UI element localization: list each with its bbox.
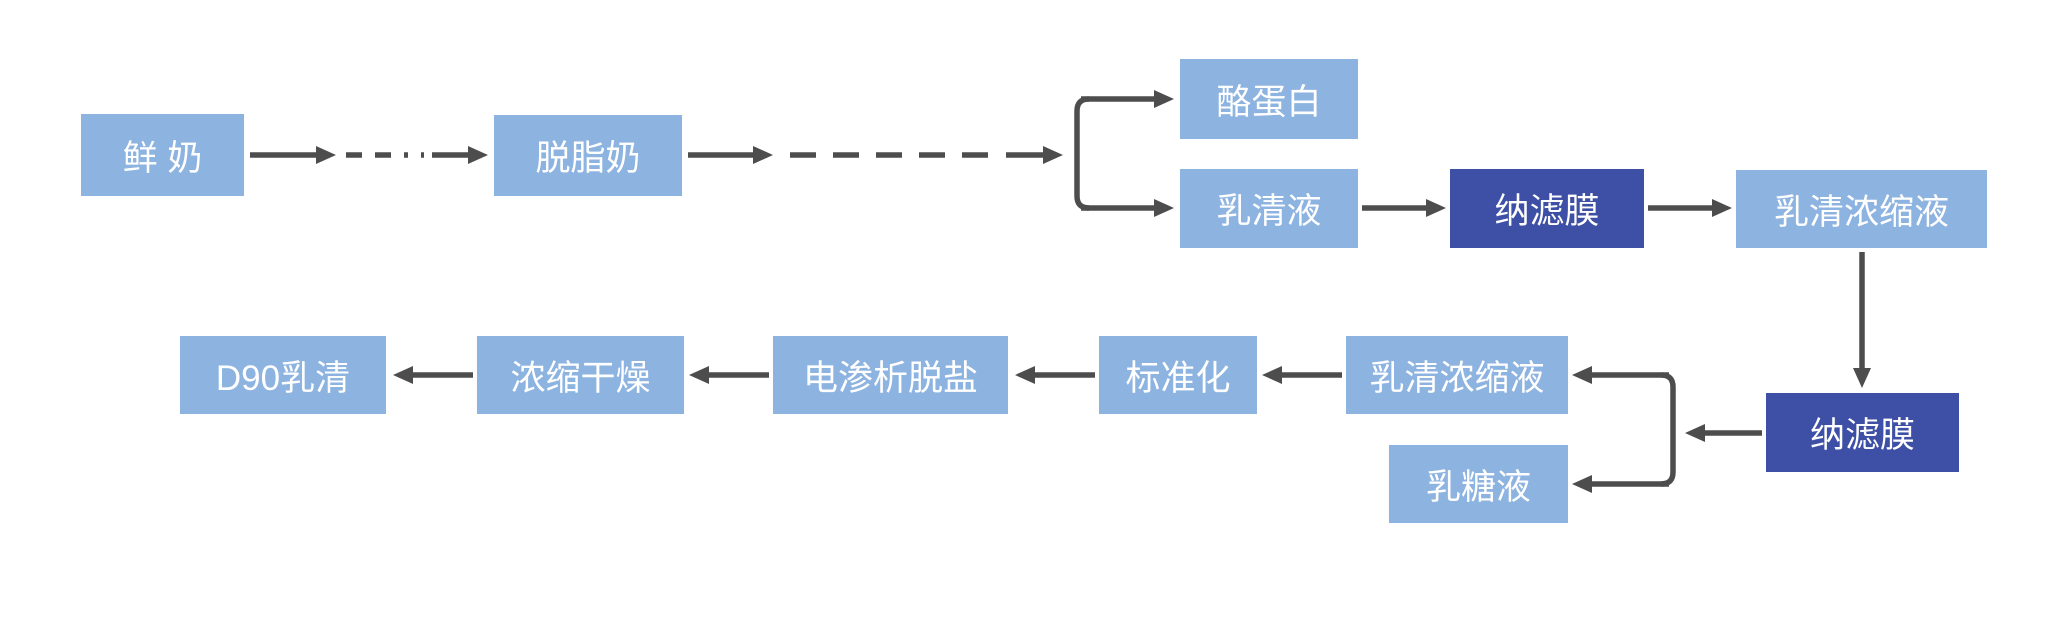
node-casein: 酪蛋白 (1180, 59, 1358, 139)
branch-2-spine (1660, 372, 1676, 487)
node-nanofiltration-membrane-2: 纳滤膜 (1766, 393, 1959, 472)
node-whey-liquid: 乳清液 (1180, 169, 1358, 248)
branch-1-spine (1074, 96, 1090, 211)
node-lactose-liquid: 乳糖液 (1389, 445, 1568, 523)
node-whey-concentrate-1: 乳清浓缩液 (1736, 170, 1987, 248)
node-concentration-drying: 浓缩干燥 (477, 336, 684, 414)
node-skim-milk: 脱脂奶 (494, 115, 682, 196)
node-fresh-milk: 鲜 奶 (81, 114, 244, 196)
node-whey-concentrate-2: 乳清浓缩液 (1346, 336, 1568, 414)
node-nanofiltration-membrane-1: 纳滤膜 (1450, 169, 1644, 248)
node-electrodialysis-desalination: 电渗析脱盐 (773, 336, 1008, 414)
node-d90-whey: D90乳清 (180, 336, 386, 414)
node-standardization: 标准化 (1099, 336, 1257, 414)
